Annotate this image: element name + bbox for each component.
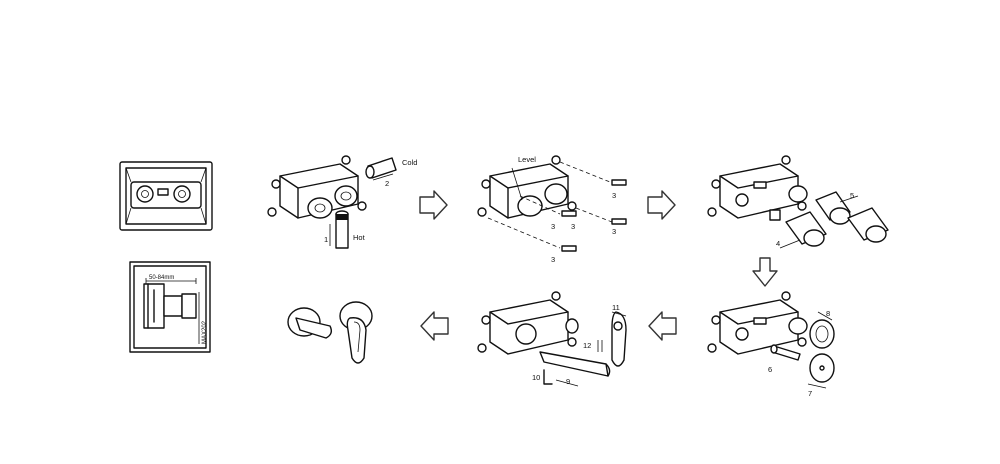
flow-arrow-down: [752, 257, 778, 287]
side-section-view: 50-84mm MAX202: [129, 261, 211, 353]
final-assembled-view: [287, 301, 373, 364]
step-number-7: 7: [808, 389, 812, 398]
step-fit-spout-and-covers: 8 6 7: [707, 291, 835, 398]
step-level-and-fix: Level 3 3 3 3 3: [477, 155, 627, 264]
step-number-4: 4: [776, 239, 780, 248]
step-number-3b: 3: [551, 222, 555, 231]
step-number-3e: 3: [551, 255, 555, 264]
step-number-11: 11: [612, 303, 620, 312]
step-number-3d: 3: [612, 227, 616, 236]
label-cold: Cold: [402, 158, 417, 167]
flow-arrow-left-1: [648, 311, 677, 341]
dimension-max-label: MAX202: [202, 320, 208, 344]
step-number-8: 8: [826, 309, 830, 318]
step-connect-pipes: Cold 2 Hot 1: [267, 155, 417, 249]
step-number-6: 6: [768, 365, 772, 374]
step-number-9: 9: [566, 377, 570, 386]
flow-arrow-right-2: [647, 190, 676, 220]
step-number-12: 12: [583, 341, 591, 350]
step-number-3a: 3: [612, 191, 616, 200]
flow-arrow-right-1: [419, 190, 448, 220]
step-number-2: 2: [385, 179, 389, 188]
label-level: Level: [518, 155, 536, 164]
step-number-10: 10: [532, 373, 540, 382]
step-fit-lever-handle: 11 12 10 9: [477, 291, 627, 387]
dimension-depth-label: 50-84mm: [149, 275, 174, 281]
label-hot: Hot: [353, 233, 366, 242]
step-number-1: 1: [324, 235, 328, 244]
flow-arrow-left-2: [420, 311, 449, 341]
step-number-5: 5: [850, 191, 854, 200]
step-number-3c: 3: [571, 222, 575, 231]
front-view-wall-box: [119, 161, 213, 231]
step-fit-sleeves: 5 4: [707, 155, 889, 249]
